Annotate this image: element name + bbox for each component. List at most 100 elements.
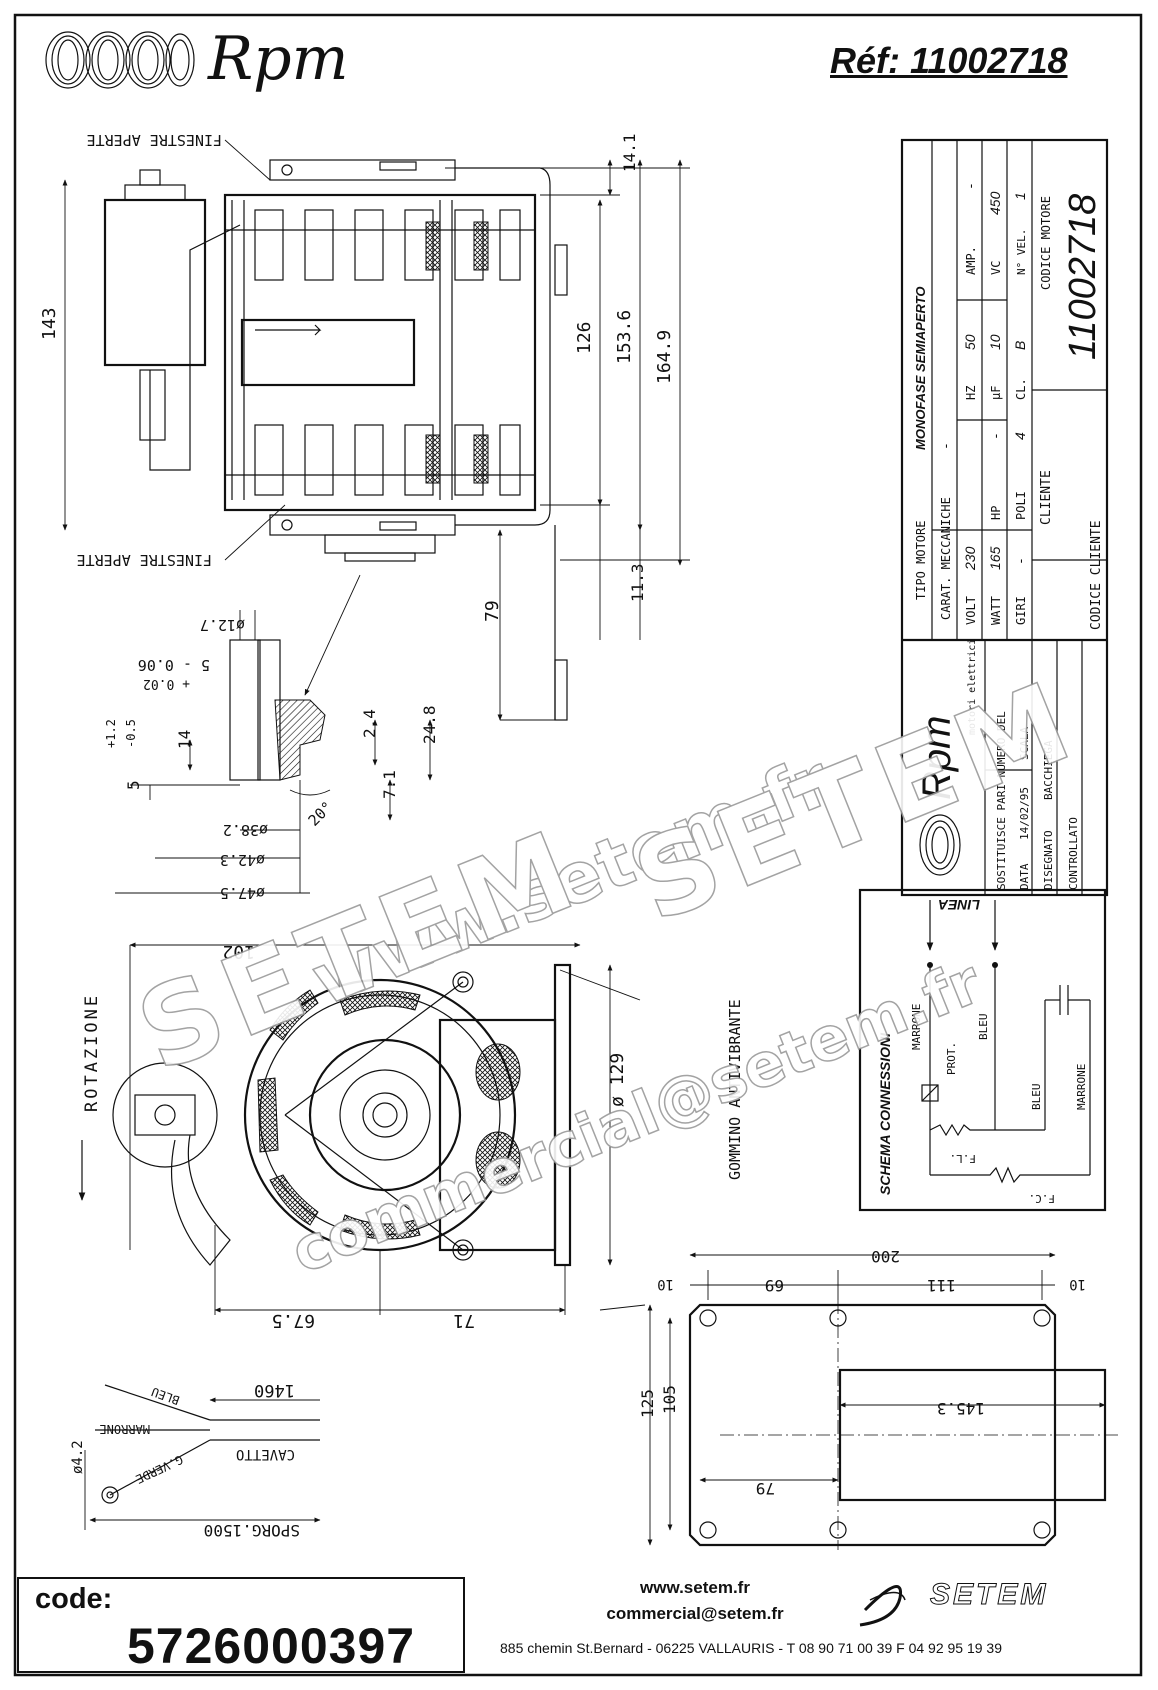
svg-text:BLEU: BLEU <box>150 1384 182 1407</box>
svg-text:N° VEL.: N° VEL. <box>1015 229 1028 275</box>
svg-text:1460: 1460 <box>254 1380 295 1400</box>
code-label: code: <box>35 1583 113 1615</box>
svg-text:153.6: 153.6 <box>614 310 635 364</box>
svg-text:-: - <box>964 182 979 190</box>
svg-text:CONTROLLATO: CONTROLLATO <box>1067 817 1080 890</box>
svg-text:-: - <box>1014 557 1029 565</box>
svg-text:WATT: WATT <box>989 596 1003 625</box>
svg-text:CODICE MOTORE: CODICE MOTORE <box>1039 196 1053 290</box>
svg-text:20°: 20° <box>305 798 337 830</box>
rpm-coil-logo <box>45 31 195 89</box>
company-address: 885 chemin St.Bernard - 06225 VALLAURIS … <box>500 1640 1002 1656</box>
svg-text:14.1: 14.1 <box>620 133 639 172</box>
svg-text:126: 126 <box>574 321 595 354</box>
svg-text:5 - 0.06: 5 - 0.06 <box>138 656 210 674</box>
svg-text:F.C.: F.C. <box>1029 1192 1056 1205</box>
side-view-dimensions: 143 126 153.6 164.9 14.1 11.3 79 <box>39 133 690 721</box>
svg-text:ø12.7: ø12.7 <box>200 616 245 634</box>
svg-text:G.VERDE: G.VERDE <box>133 1452 185 1486</box>
svg-text:10: 10 <box>1069 1276 1086 1292</box>
svg-text:SOSTITUISCE PARI NUMERO DEL: SOSTITUISCE PARI NUMERO DEL <box>995 711 1008 890</box>
svg-text:Rpm: Rpm <box>915 716 959 800</box>
pulley-detail: ø12.7 5 - 0.06 + 0.02 14 5 +1.2 -0.5 2.4… <box>104 574 439 902</box>
finestre-labels: FINESTRE APERTE FINESTRE APERTE <box>77 131 286 569</box>
svg-text:ø4.2: ø4.2 <box>70 1440 86 1474</box>
svg-text:11.3: 11.3 <box>628 563 647 602</box>
svg-text:SPORG.1500: SPORG.1500 <box>204 1521 300 1540</box>
watermark: www.setem.fr SETEM SETEM commercial@sete… <box>120 654 1096 1289</box>
svg-text:HP: HP <box>989 506 1003 520</box>
svg-text:165: 165 <box>987 546 1003 570</box>
svg-text:ROTAZIONE: ROTAZIONE <box>82 993 102 1112</box>
svg-text:B: B <box>1012 341 1028 350</box>
svg-text:motori elettrici: motori elettrici <box>967 639 978 735</box>
svg-text:SCHEMA CONNESSIONI: SCHEMA CONNESSIONI <box>877 1032 893 1195</box>
svg-text:69: 69 <box>765 1276 784 1295</box>
svg-text:+ 0.02: + 0.02 <box>143 676 190 691</box>
svg-text:10: 10 <box>657 1276 674 1292</box>
svg-text:14: 14 <box>175 730 194 749</box>
svg-text:VOLT: VOLT <box>964 596 978 625</box>
svg-text:CL.: CL. <box>1014 378 1028 400</box>
code-value: 5726000397 <box>127 1618 416 1674</box>
svg-text:11002718: 11002718 <box>1062 194 1104 360</box>
svg-text:-: - <box>939 442 954 450</box>
sheet-border <box>13 13 1143 1677</box>
svg-text:+1.2: +1.2 <box>104 719 118 748</box>
svg-text:F.L.: F.L. <box>950 1152 977 1165</box>
wiring-schematic: SCHEMA CONNESSIONI LINEA MARRONE BLEU PR… <box>858 888 1107 1212</box>
svg-text:105: 105 <box>660 1385 679 1414</box>
svg-text:μF: μF <box>989 386 1003 400</box>
svg-text:BLEU: BLEU <box>1030 1084 1043 1111</box>
svg-text:ø42.3: ø42.3 <box>220 851 265 869</box>
svg-text:145.3: 145.3 <box>937 1399 985 1418</box>
svg-text:POLI: POLI <box>1014 491 1028 520</box>
svg-text:-: - <box>989 432 1004 440</box>
website-link[interactable]: www.setem.fr <box>640 1578 750 1597</box>
svg-text:230: 230 <box>962 546 978 571</box>
svg-text:79: 79 <box>756 1479 775 1498</box>
svg-text:AMP.: AMP. <box>964 246 978 275</box>
svg-text:FINESTRE APERTE: FINESTRE APERTE <box>77 551 212 569</box>
svg-text:CLIENTE: CLIENTE <box>1039 470 1054 525</box>
svg-text:1: 1 <box>1012 192 1028 200</box>
svg-text:MARRONE: MARRONE <box>910 1004 923 1050</box>
svg-text:PROT.: PROT. <box>945 1042 958 1075</box>
svg-text:GIRI: GIRI <box>1014 596 1028 625</box>
svg-text:SETEM: SETEM <box>121 804 599 1097</box>
cable-detail: 1460 CAVETTO BLEU MARRONE G.VERDE SPORG.… <box>70 1380 321 1540</box>
svg-text:10: 10 <box>987 334 1003 350</box>
motor-front-view: 102 ø 129 GOMMINO ANTIVIBRAN <box>78 941 744 1331</box>
svg-text:ø47.5: ø47.5 <box>220 884 265 902</box>
setem-swoosh-icon <box>859 1585 906 1627</box>
svg-text:CARAT. MECCANICHE: CARAT. MECCANICHE <box>939 497 953 620</box>
svg-text:125: 125 <box>638 1389 657 1418</box>
svg-text:MARRONE: MARRONE <box>99 1422 150 1436</box>
motor-side-view <box>103 159 568 721</box>
svg-text:SETEM: SETEM <box>617 655 1095 948</box>
svg-text:111: 111 <box>927 1276 956 1295</box>
svg-text:BACCHIEGA: BACCHIEGA <box>1042 740 1055 800</box>
svg-text:LINEA: LINEA <box>938 897 980 913</box>
svg-text:FINESTRE APERTE: FINESTRE APERTE <box>87 131 222 149</box>
mounting-plate: 200 10 69 111 10 125 105 145.3 79 <box>599 1247 1120 1550</box>
svg-text:102: 102 <box>222 941 255 962</box>
svg-text:7.1: 7.1 <box>380 770 399 799</box>
svg-text:79: 79 <box>482 600 503 622</box>
svg-text:164.9: 164.9 <box>654 330 675 384</box>
svg-text:24.8: 24.8 <box>420 705 439 744</box>
spec-table: TIPO MOTORE MONOFASE SEMIAPERTO CARAT. M… <box>900 138 1109 897</box>
svg-text:-0.5: -0.5 <box>124 719 138 748</box>
svg-text:200: 200 <box>871 1247 900 1266</box>
svg-text:MONOFASE SEMIAPERTO: MONOFASE SEMIAPERTO <box>913 287 928 451</box>
svg-text:50: 50 <box>962 334 978 350</box>
svg-text:450: 450 <box>987 191 1003 215</box>
setem-logo: SETEM <box>929 1578 1049 1612</box>
svg-text:CODICE CLIENTE: CODICE CLIENTE <box>1089 520 1104 630</box>
product-code-box: code: 5726000397 <box>17 1577 465 1674</box>
svg-text:DATA: DATA <box>1018 863 1031 890</box>
svg-text:DISEGNATO: DISEGNATO <box>1042 830 1055 890</box>
email-link[interactable]: commercial@setem.fr <box>606 1604 784 1623</box>
svg-text:71: 71 <box>453 1310 475 1331</box>
